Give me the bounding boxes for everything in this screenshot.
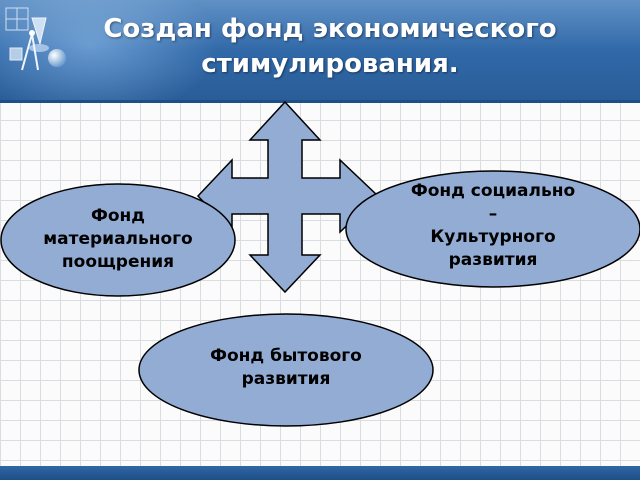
- geometry-tools-icon: [5, 7, 66, 71]
- node-label-line: –: [488, 204, 498, 224]
- title-line: стимулирования.: [201, 49, 459, 79]
- node-label-line: Культурного: [430, 227, 556, 247]
- node-household-label: Фонд бытового развития: [176, 345, 396, 391]
- node-label-line: развития: [241, 369, 331, 389]
- title-line: Создан фонд экономического: [103, 14, 557, 44]
- node-label-line: Фонд бытового: [210, 346, 362, 366]
- node-label-line: Фонд социально: [410, 181, 576, 201]
- node-material-ellipse: [0, 183, 236, 297]
- node-household-ellipse: [138, 313, 434, 427]
- node-label-line: поощрения: [61, 252, 175, 272]
- slide-title: Создан фонд экономического стимулировани…: [60, 12, 600, 82]
- node-label-line: развития: [448, 250, 538, 270]
- node-social-ellipse: [345, 170, 640, 288]
- node-label-line: Фонд: [90, 206, 145, 226]
- node-material-label: Фонд материального поощрения: [18, 205, 218, 274]
- node-social-label: Фонд социально – Культурного развития: [383, 180, 603, 272]
- node-label-line: материального: [43, 229, 193, 249]
- header-shine: [0, 0, 640, 50]
- four-way-arrow: [196, 100, 380, 294]
- footer-bar: [0, 466, 640, 480]
- header-banner: [0, 0, 640, 100]
- header-divider: [0, 100, 640, 103]
